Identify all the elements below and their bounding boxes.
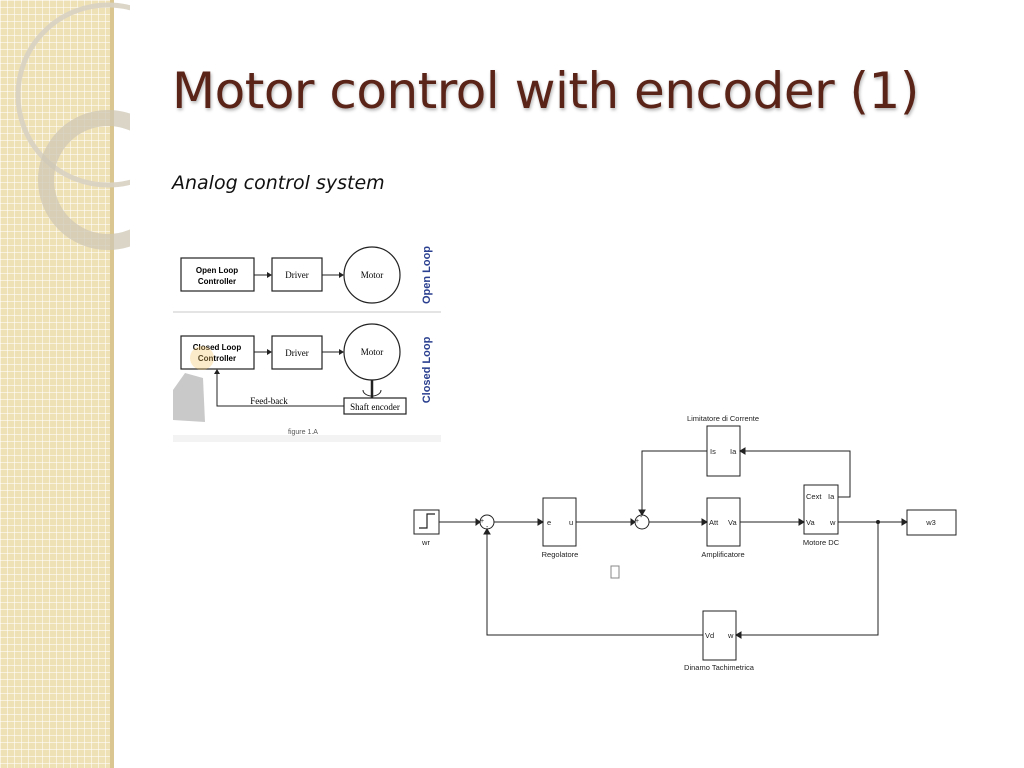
motore-w-port: w [829, 518, 836, 527]
amplificatore-out-port: Va [728, 518, 737, 527]
ring-small [38, 110, 130, 250]
decorative-rings [15, 2, 130, 250]
regolatore-in-port: e [547, 518, 551, 527]
open-loop-controller-line1: Open Loop [196, 266, 238, 275]
limitatore-block [706, 425, 741, 477]
closed-loop-controller-line1: Closed Loop [193, 343, 242, 352]
amplificatore-block [706, 497, 741, 547]
motore-ia-port: Ia [828, 492, 835, 501]
simulink-block-diagram: wr + - e u Regolatore + - Is Ia Limitato… [413, 414, 957, 672]
amplificatore-label: Amplificatore [701, 550, 744, 559]
limitatore-out-port: Ia [730, 447, 737, 456]
ring-large [15, 2, 130, 188]
sidebar-edge [110, 0, 114, 768]
regolatore-block [542, 497, 577, 547]
cursor-highlight [190, 346, 214, 370]
dinamo-tachimetrica-block [702, 610, 737, 661]
motore-dc-block [803, 484, 839, 535]
sum1-minus: - [486, 524, 489, 531]
closed-loop-driver-box [271, 335, 323, 370]
closed-loop-controller-line2: Controller [198, 354, 236, 363]
source-wr-label: wr [421, 538, 430, 547]
regolatore-out-port: u [569, 518, 573, 527]
output-w3-label: w3 [925, 518, 936, 527]
slide-subtitle: Analog control system [172, 172, 385, 194]
open-loop-section-label: Open Loop [421, 246, 433, 304]
closed-loop-section-label: Closed Loop [421, 336, 433, 403]
open-loop-driver-label: Driver [285, 270, 309, 280]
closed-loop-motor-label: Motor [361, 347, 384, 357]
loop-comparison-figure: Open Loop Controller Driver Motor Open L… [173, 230, 441, 442]
motore-label: Motore DC [803, 538, 840, 547]
limitatore-label: Limitatore di Corrente [687, 414, 759, 423]
motore-va-port: Va [806, 518, 815, 527]
slide-title: Motor control with encoder (1) [172, 62, 919, 120]
shaft-encoder-label: Shaft encoder [350, 402, 400, 412]
open-loop-motor-circle [343, 246, 401, 304]
sidebar-decoration [0, 0, 114, 768]
motore-cext-port: Cext [806, 492, 822, 501]
amplificatore-in-port: Att [709, 518, 719, 527]
regolatore-label: Regolatore [542, 550, 579, 559]
dinamo-out-port: w [727, 631, 734, 640]
feedback-label: Feed-back [250, 396, 288, 406]
limitatore-in-port: Is [710, 447, 716, 456]
sum1-plus: + [480, 518, 484, 525]
closed-loop-driver-label: Driver [285, 348, 309, 358]
dinamo-in-port: Vd [705, 631, 714, 640]
open-loop-motor-label: Motor [361, 270, 384, 280]
sum2-plus: + [635, 518, 639, 525]
placeholder-glyph-icon [610, 565, 620, 579]
dinamo-label: Dinamo Tachimetrica [684, 663, 755, 672]
open-loop-controller-box [180, 257, 255, 292]
open-loop-driver-box [271, 257, 323, 292]
grey-wedge-artifact [173, 373, 205, 422]
sum2-minus: - [640, 514, 643, 521]
open-loop-controller-line2: Controller [198, 277, 236, 286]
closed-loop-controller-box [180, 335, 255, 370]
figure1-caption: figure 1.A [288, 429, 318, 436]
